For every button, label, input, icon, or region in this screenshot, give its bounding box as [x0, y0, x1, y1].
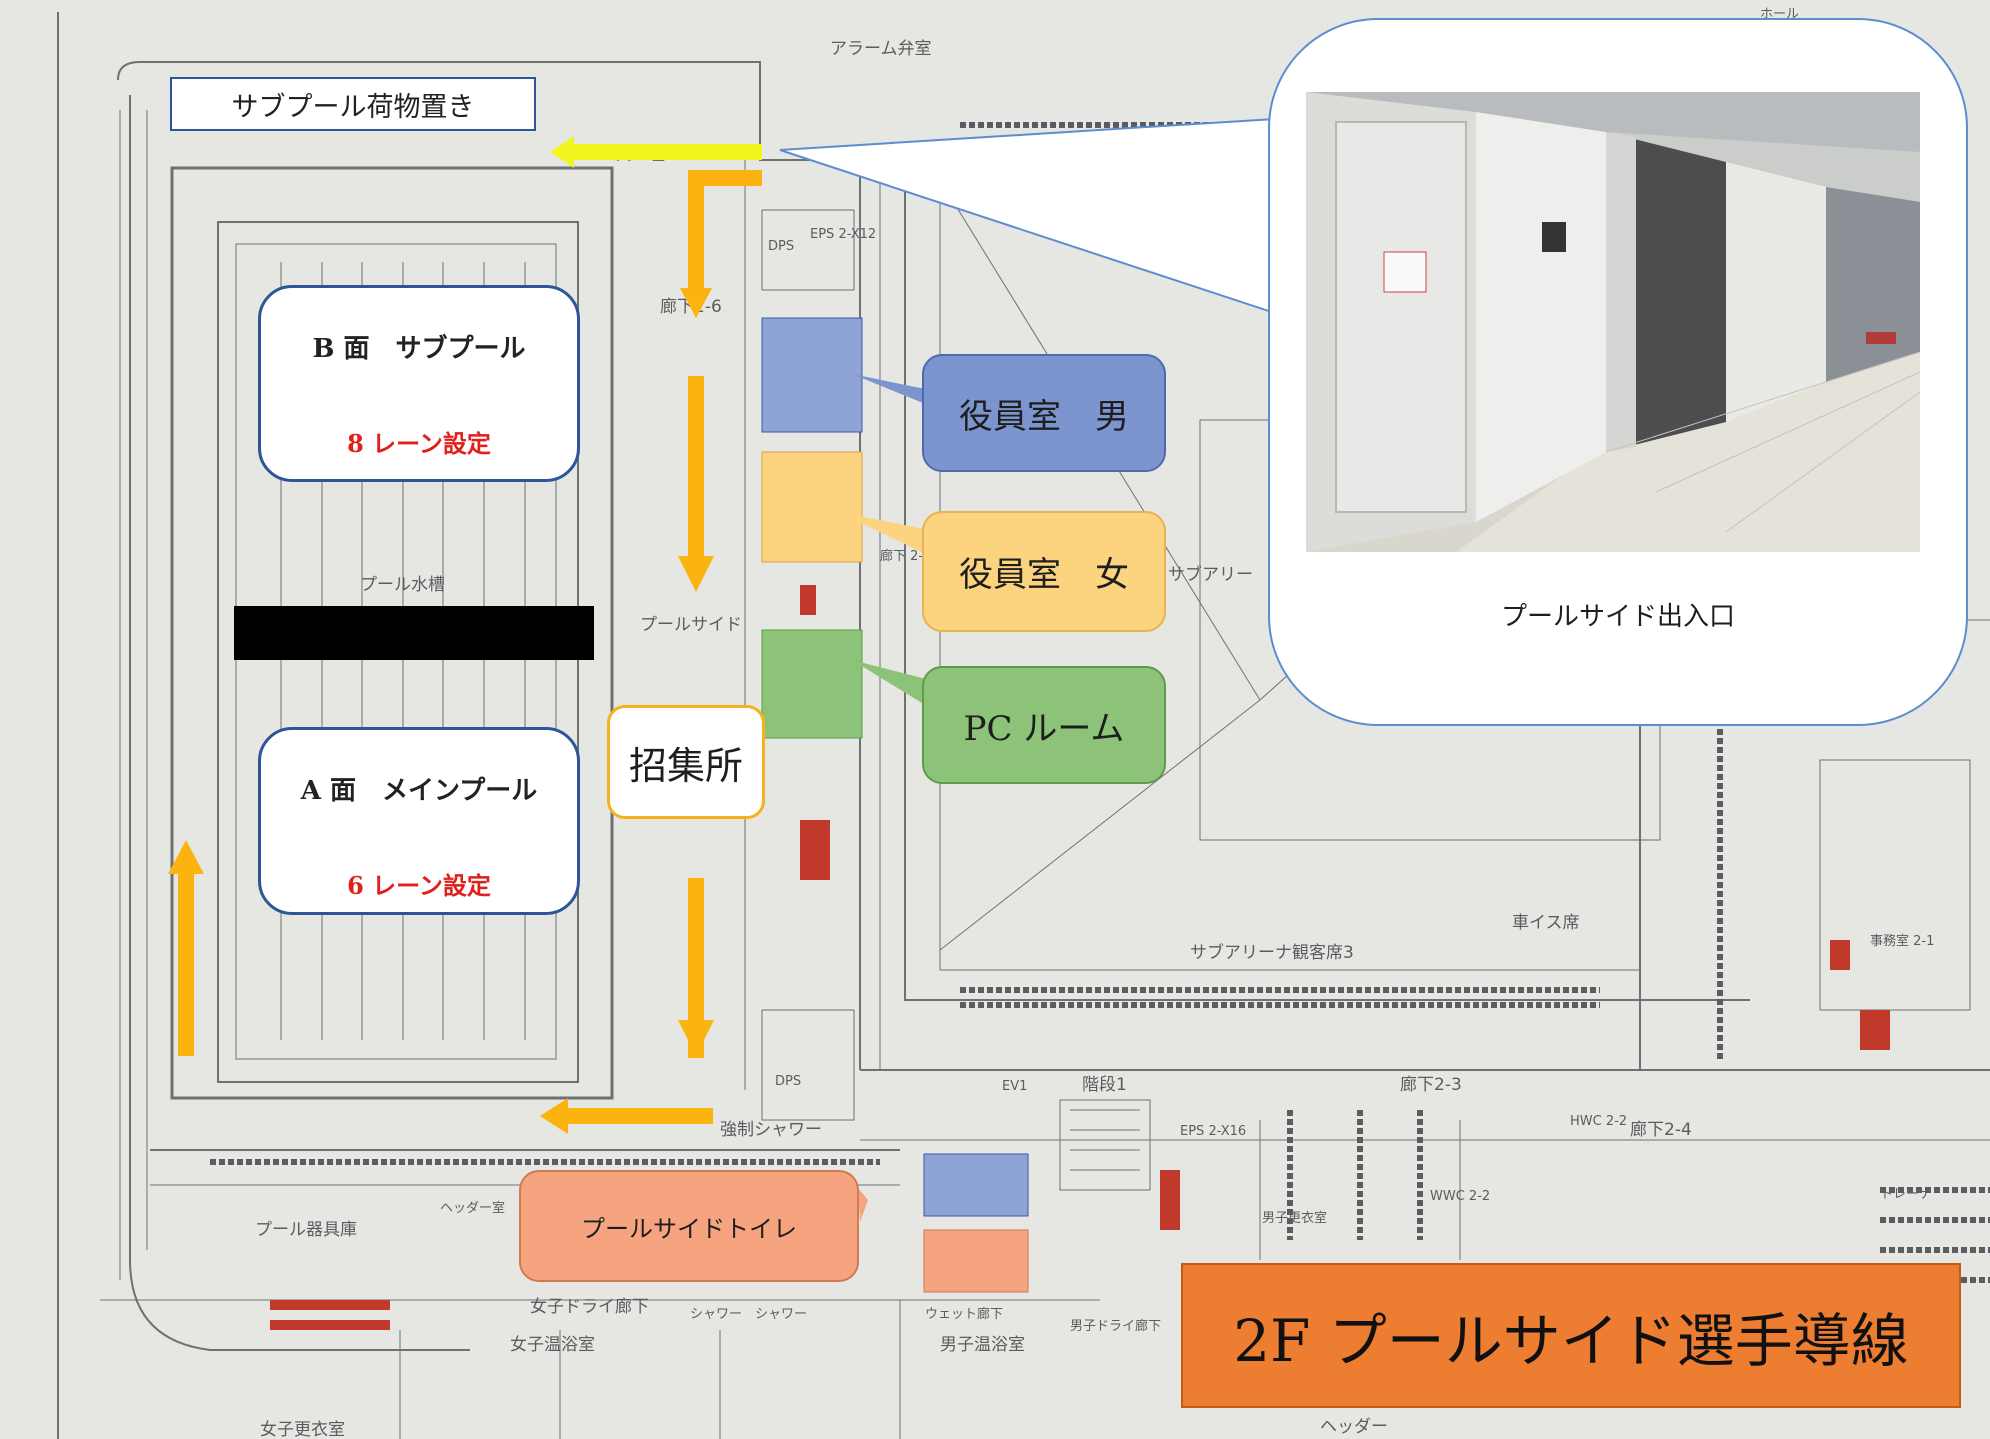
- poolside-label: プールサイド: [640, 615, 742, 635]
- ev1-label: EV1: [1002, 1079, 1027, 1094]
- mens-dry-corridor-label: 男子ドライ廊下: [1070, 1318, 1161, 1334]
- officials-women-room: [761, 451, 863, 563]
- entrance-photo: [1306, 92, 1920, 552]
- corridor-2-4-label: 廊下2-4: [1630, 1120, 1692, 1140]
- arrow-up-icon: [168, 840, 204, 1056]
- pc-room-block: [761, 629, 863, 739]
- toilet-blue-block: [923, 1153, 1029, 1217]
- pool-a-title: A 面 メインプール: [300, 776, 538, 806]
- pool-b-card: B 面 サブプール 8 レーン設定: [258, 285, 580, 482]
- shower-label: シャワー シャワー: [690, 1307, 807, 1322]
- dps2-label: DPS: [775, 1074, 801, 1089]
- pool-a-card: A 面 メインプール 6 レーン設定: [258, 727, 580, 915]
- toilet-salmon-block: [923, 1229, 1029, 1293]
- womens-bath-label: 女子温浴室: [510, 1335, 595, 1355]
- eps-2-x16-label: EPS 2-X16: [1180, 1124, 1246, 1139]
- officials-women-pointer: [838, 512, 930, 556]
- arrow-down-icon: [678, 878, 714, 1058]
- wheelchair-seat-label: 車イス席: [1512, 913, 1580, 933]
- trainer-label: トレーナ: [1880, 1187, 1932, 1202]
- sub-pool-storage-label: サブプール荷物置き: [170, 77, 536, 131]
- officials-women-callout: 役員室 女: [922, 511, 1166, 632]
- eps-label: EPS 2-X12: [810, 227, 876, 242]
- header-label: ヘッダー: [1320, 1417, 1388, 1437]
- arrow-down-icon: [678, 376, 714, 592]
- call-area-label: 招集所: [607, 705, 765, 819]
- sub-arena-label: サブアリー: [1168, 564, 1253, 585]
- sub-arena-seats-label: サブアリーナ観客席3: [1190, 942, 1354, 963]
- pool-b-lanes: 8 レーン設定: [347, 429, 491, 458]
- poolside-toilet-callout: プールサイドトイレ: [519, 1170, 859, 1282]
- header-room-2-label: ヘッダー室: [440, 1200, 505, 1216]
- entrance-callout: プールサイド出入口: [1268, 18, 1968, 726]
- pool-tank-label: プール水槽: [360, 575, 445, 595]
- stairs-label: 階段1: [1082, 1075, 1127, 1095]
- pc-room-callout: PC ルーム: [922, 666, 1166, 784]
- officials-men-pointer: [852, 374, 940, 410]
- alarm-valve-room-label: アラーム弁室: [830, 39, 932, 59]
- wet-corridor-label: ウェット廊下: [925, 1306, 1003, 1322]
- wwc-label: WWC 2-2: [1430, 1189, 1490, 1204]
- officials-men-room: [761, 317, 863, 433]
- arrow-left-icon: [540, 1098, 713, 1134]
- forced-shower-label: 強制シャワー: [720, 1120, 822, 1140]
- mens-changing-label: 男子更衣室: [1262, 1210, 1327, 1226]
- womens-changing-label: 女子更衣室: [260, 1420, 345, 1439]
- corridor-2-1-label: 廊下 2-1: [880, 548, 931, 564]
- arrow-left-icon: [550, 136, 762, 168]
- hwc-label: HWC 2-2: [1570, 1114, 1627, 1129]
- pool-equipment-label: プール器具庫: [255, 1220, 357, 1240]
- pool-a-lanes: 6 レーン設定: [347, 871, 491, 900]
- page-title: 2F プールサイド選手導線: [1181, 1263, 1961, 1408]
- entrance-caption: プールサイド出入口: [1500, 602, 1735, 632]
- dps-label: DPS: [768, 239, 794, 254]
- corridor-2-3-label: 廊下2-3: [1400, 1075, 1462, 1095]
- officials-men-callout: 役員室 男: [922, 354, 1166, 472]
- arrow-down-icon: [680, 170, 762, 318]
- pc-room-pointer: [852, 660, 930, 708]
- pool-b-title: B 面 サブプール: [312, 334, 526, 364]
- womens-dry-corridor-label: 女子ドライ廊下: [530, 1297, 649, 1317]
- office-label: 事務室 2-1: [1870, 933, 1934, 949]
- toilet-pointer: [858, 1188, 868, 1222]
- mens-bath-label: 男子温浴室: [940, 1335, 1025, 1355]
